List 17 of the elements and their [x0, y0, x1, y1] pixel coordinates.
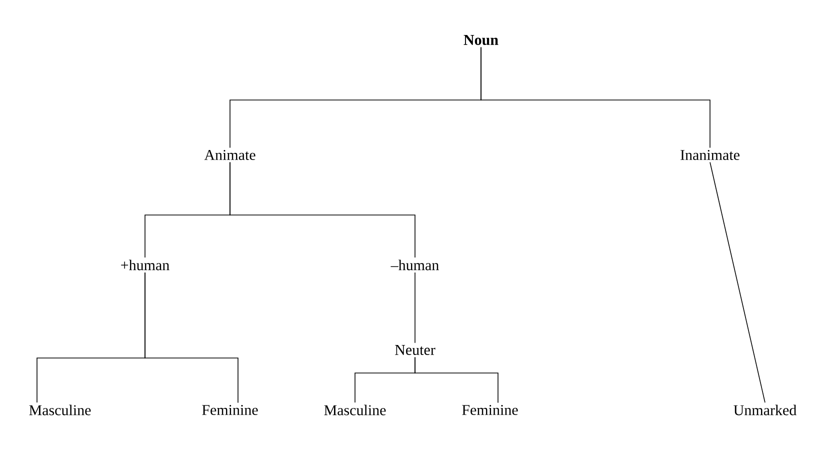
tree-label: +human [121, 260, 170, 270]
tree-label: Noun [464, 35, 498, 45]
tree-label: Masculine [324, 404, 386, 416]
tree-label: Inanimate [680, 150, 740, 160]
tree-label: Feminine [462, 404, 518, 416]
tree-label: –human [390, 260, 439, 270]
tree-branch [144, 272, 238, 404]
tree-label: Animate [204, 150, 256, 160]
tree-branch [710, 162, 766, 403]
tree-branch [230, 162, 416, 258]
tree-branch [480, 46, 710, 148]
tree-branch [414, 356, 498, 404]
tree-label: Neuter [395, 345, 436, 355]
tree-branch [414, 272, 416, 344]
tree-label: Masculine [29, 404, 91, 416]
tree-label: Feminine [202, 404, 258, 416]
tree-label: Unmarked [734, 404, 796, 416]
